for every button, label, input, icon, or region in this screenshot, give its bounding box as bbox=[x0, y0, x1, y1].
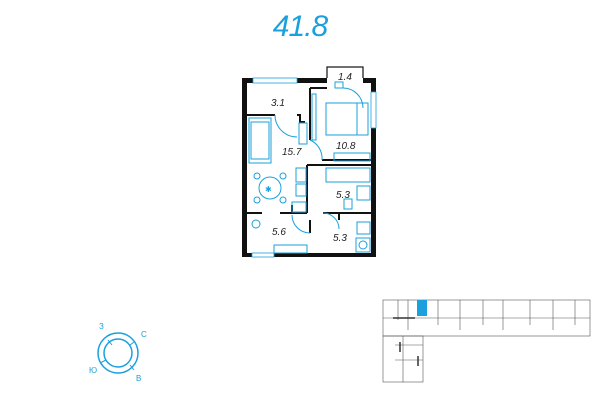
compass: З С Ю В bbox=[89, 322, 147, 383]
furniture: ✱ bbox=[248, 81, 371, 254]
compass-west: З bbox=[99, 322, 104, 331]
compass-north: С bbox=[141, 330, 147, 339]
svg-text:✱: ✱ bbox=[265, 185, 272, 194]
total-area-title: 41.8 bbox=[272, 10, 328, 43]
room-area-bathroom: 5.3 bbox=[336, 190, 350, 201]
room-area-living-kitchen: 15.7 bbox=[282, 147, 302, 158]
building-minimap bbox=[382, 299, 591, 383]
room-area-bedroom: 10.8 bbox=[336, 141, 356, 152]
room-area-balcony: 1.4 bbox=[338, 72, 352, 83]
compass-east: В bbox=[136, 374, 141, 383]
room-area-hall: 5.3 bbox=[333, 233, 347, 244]
inner-walls bbox=[247, 87, 372, 233]
room-area-loggia: 3.1 bbox=[271, 98, 285, 109]
room-area-hallway: 5.6 bbox=[272, 227, 286, 238]
compass-south: Ю bbox=[89, 366, 97, 375]
apartment-highlight bbox=[417, 300, 427, 316]
